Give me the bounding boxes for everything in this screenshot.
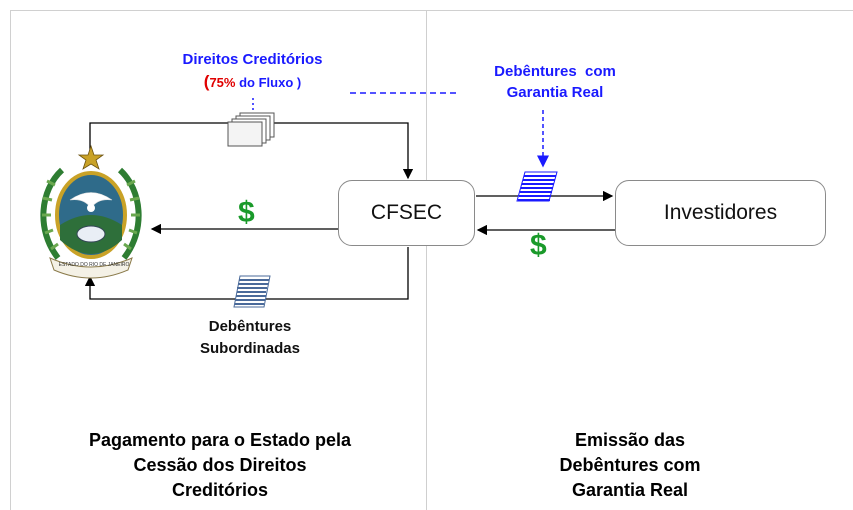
guaranteed-debentures-line2: Garantia Real — [506, 84, 604, 101]
cfsec-label: CFSEC — [370, 201, 443, 224]
right-caption-line2: Debêntures com — [559, 455, 701, 475]
right-caption-line1: Emissão das — [574, 430, 686, 450]
right-section-caption: Emissão das Debêntures com Garantia Real — [530, 428, 730, 503]
subordinated-debentures-label: Debêntures Subordinadas — [170, 316, 330, 360]
subordinated-line1: Debêntures — [208, 318, 292, 335]
investors-node: Investidores — [615, 180, 826, 246]
guaranteed-debentures-line1: Debêntures com — [494, 63, 616, 80]
right-caption-line3: Garantia Real — [571, 480, 689, 500]
subordinated-debenture-icon — [233, 275, 271, 308]
state-seal-icon — [40, 144, 142, 279]
guaranteed-debenture-icon — [516, 171, 558, 202]
subordinated-line2: Subordinadas — [199, 340, 300, 357]
cfsec-node: CFSEC — [338, 180, 475, 246]
left-caption-line1: Pagamento para o Estado pela — [88, 430, 352, 450]
documents-icon — [227, 112, 275, 147]
guaranteed-debentures-label: Debêntures com Garantia Real — [460, 61, 650, 103]
flow-text: do Fluxo ) — [235, 75, 302, 90]
diagram-frame — [10, 10, 853, 510]
credit-rights-subtitle: (75% do Fluxo ) — [150, 72, 355, 92]
percent-value: 75% — [209, 75, 236, 90]
dollar-icon-right: $ — [530, 229, 547, 262]
credit-rights-label: Direitos Creditórios (75% do Fluxo ) — [150, 51, 355, 92]
section-divider — [426, 10, 427, 510]
seal-ribbon-text: ESTADO DO RIO DE JANEIRO — [58, 262, 130, 268]
paren-open: ( — [203, 72, 210, 91]
credit-rights-title: Direitos Creditórios — [182, 51, 323, 68]
left-caption-line2: Cessão dos Direitos — [133, 455, 307, 475]
left-section-caption: Pagamento para o Estado pela Cessão dos … — [40, 428, 400, 503]
left-caption-line3: Creditórios — [171, 480, 268, 500]
investors-label: Investidores — [663, 201, 778, 224]
dollar-icon-left: $ — [238, 196, 255, 229]
